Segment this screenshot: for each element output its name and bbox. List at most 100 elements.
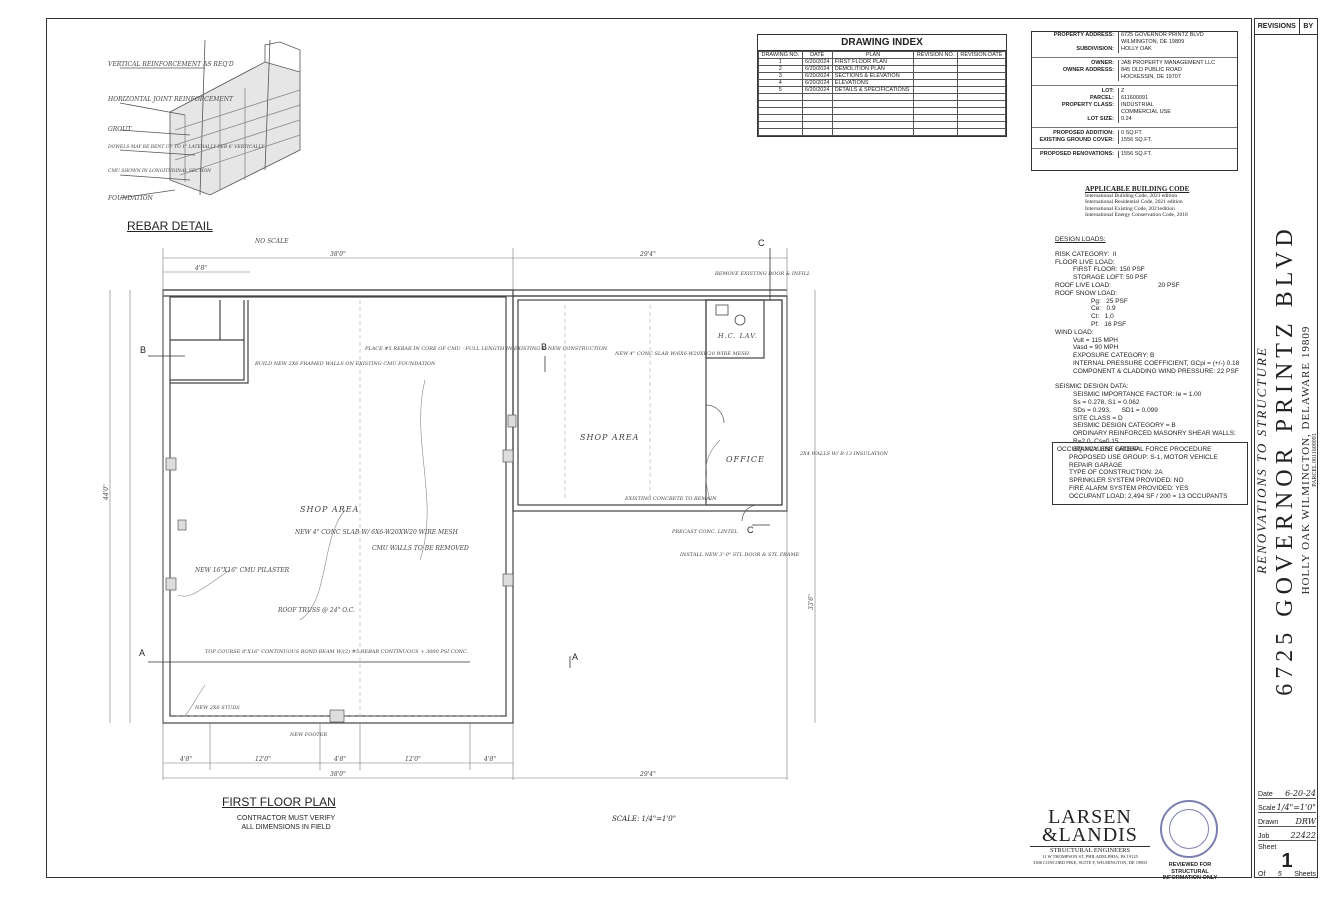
occupancy-line: OCCUPANT LOAD: 2,494 SF / 200 = 13 OCCUP…	[1069, 492, 1228, 500]
index-cell	[758, 107, 803, 115]
codes-heading: APPLICABLE BUILDING CODE	[1085, 185, 1190, 193]
design-load-line: SEISMIC DESIGN DATA:	[1055, 383, 1129, 391]
index-cell	[758, 100, 803, 108]
occupancy-box: OCCUPANCY USE GROUP:PROPOSED USE GROUP: …	[1052, 442, 1248, 505]
design-load-line: ROOF LIVE LOAD: 20 PSF	[1055, 281, 1180, 289]
lot-size-value: 0.24	[1118, 116, 1237, 123]
index-cell	[913, 93, 958, 101]
firm-tagline: STRUCTURAL ENGINEERS	[1030, 846, 1150, 854]
index-cell	[801, 121, 833, 129]
index-row	[758, 93, 1007, 101]
index-cell	[956, 86, 1007, 94]
index-cell	[913, 100, 958, 108]
address-line-2: WILMINGTON, DE 19809	[1118, 39, 1237, 46]
index-cell	[956, 65, 1007, 73]
design-load-line: Vasd = 90 MPH	[1073, 344, 1119, 352]
job-label: Job	[1258, 833, 1270, 840]
date-value: 6-20-24	[1285, 789, 1316, 798]
drawing-border	[46, 18, 1252, 878]
index-cell	[956, 107, 1007, 115]
project-subtitle: RENOVATIONS TO STRUCTURE	[1254, 346, 1269, 574]
of-label: Of	[1258, 871, 1266, 878]
index-cell	[801, 128, 833, 136]
design-load-line: EQUIVALENT LATERAL FORCE PROCEDURE	[1073, 445, 1212, 453]
design-load-line: SEISMIC IMPORTANCE FACTOR: Ie = 1.00	[1073, 391, 1202, 399]
design-load-line: Ct: 1.0	[1091, 313, 1114, 321]
drawn-label: Drawn	[1258, 819, 1279, 826]
lot-size-label: LOT SIZE:	[1087, 116, 1114, 122]
rebar-detail-title: REBAR DETAIL	[127, 219, 213, 233]
index-row	[758, 128, 1007, 136]
index-row	[758, 107, 1007, 115]
firm-address-2: 3306 CONCORD PIKE, SUITE F, WILMINGTON, …	[1033, 860, 1147, 865]
code-line: International Residential Code, 2021 edi…	[1085, 199, 1183, 205]
index-cell	[758, 114, 803, 122]
index-cell	[758, 121, 803, 129]
index-cell: 3	[758, 72, 803, 80]
index-cell	[913, 72, 958, 80]
drawing-index-title: DRAWING INDEX	[758, 35, 1006, 51]
design-load-line: Pf: 16 PSF	[1091, 320, 1127, 328]
index-cell: DEMOLITION PLAN	[831, 65, 915, 73]
index-cell	[956, 128, 1007, 136]
design-load-line: Ce: 0.9	[1091, 305, 1116, 313]
index-header-cell: REVISION NO.	[913, 51, 958, 59]
index-cell	[831, 107, 915, 115]
owner-address-label: OWNER ADDRESS:	[1062, 67, 1114, 73]
index-cell: 4	[758, 79, 803, 87]
existing-cover-value: 1556 SQ.FT.	[1118, 137, 1237, 144]
index-cell	[758, 128, 803, 136]
date-label: Date	[1258, 791, 1273, 798]
design-load-line: ROOF SNOW LOAD:	[1055, 289, 1118, 297]
renovations-value: 1556 SQ.FT.	[1118, 151, 1237, 158]
property-class-1: INDUSTRIAL	[1118, 102, 1237, 109]
index-cell	[913, 58, 958, 66]
index-cell	[831, 128, 915, 136]
design-loads-heading: DESIGN LOADS:	[1055, 236, 1106, 243]
index-cell	[801, 93, 833, 101]
contractor-note-line-2: ALL DIMENSIONS IN FIELD	[241, 824, 331, 831]
design-load-line: SITE CLASS = D	[1073, 414, 1123, 422]
review-line-1: REVIEWED FOR STRUCTURAL	[1168, 862, 1212, 875]
firm-name-2: &LANDIS	[1042, 824, 1138, 846]
sheets-label: Sheets	[1294, 871, 1316, 878]
existing-cover-label: EXISTING GROUND COVER:	[1039, 137, 1114, 143]
index-cell: 2	[758, 65, 803, 73]
index-cell: 1	[758, 58, 803, 66]
index-cell	[913, 65, 958, 73]
parcel-label: PARCEL:	[1089, 95, 1114, 101]
contractor-note: CONTRACTOR MUST VERIFY ALL DIMENSIONS IN…	[237, 814, 335, 832]
scale-value: 1/4"=1'0"	[1276, 803, 1316, 812]
engineer-seal-icon	[1160, 800, 1218, 858]
index-cell	[956, 121, 1007, 129]
index-cell	[831, 93, 915, 101]
sheet-label: Sheet	[1258, 844, 1277, 851]
index-cell: SECTIONS & ELEVATION	[831, 72, 915, 80]
index-header-cell: DRAWING NO.	[758, 51, 803, 59]
design-load-line: FLOOR LIVE LOAD:	[1055, 258, 1115, 266]
code-line: International Building Code, 2021 editio…	[1085, 192, 1178, 199]
index-cell: 6/20/2024	[801, 58, 833, 66]
index-cell	[913, 121, 958, 129]
firm-address-1: 11 W THOMPSON ST, PHILADELPHIA, PA 19125	[1042, 854, 1138, 859]
index-cell	[758, 93, 803, 101]
index-cell	[956, 72, 1007, 80]
lot-value: Z	[1118, 88, 1237, 95]
index-cell	[801, 114, 833, 122]
design-load-line	[1055, 376, 1255, 384]
index-row	[758, 121, 1007, 129]
plan-scale-note: SCALE: 1/4"=1'0"	[612, 815, 676, 823]
property-info: PROPERTY ADDRESS:6725 GOVERNOR PRINTZ BL…	[1031, 31, 1238, 171]
sheet-number: 1	[1281, 850, 1293, 872]
design-load-line: SEISMIC DESIGN CATEGORY = B	[1073, 422, 1176, 430]
of-value: 5	[1277, 871, 1282, 878]
design-load-line: ORDINARY REINFORCED MASONRY SHEAR WALLS:	[1073, 430, 1236, 438]
index-header-cell: DATE	[801, 51, 833, 59]
design-load-line: R=2.0, Cs=0.15	[1073, 437, 1119, 445]
